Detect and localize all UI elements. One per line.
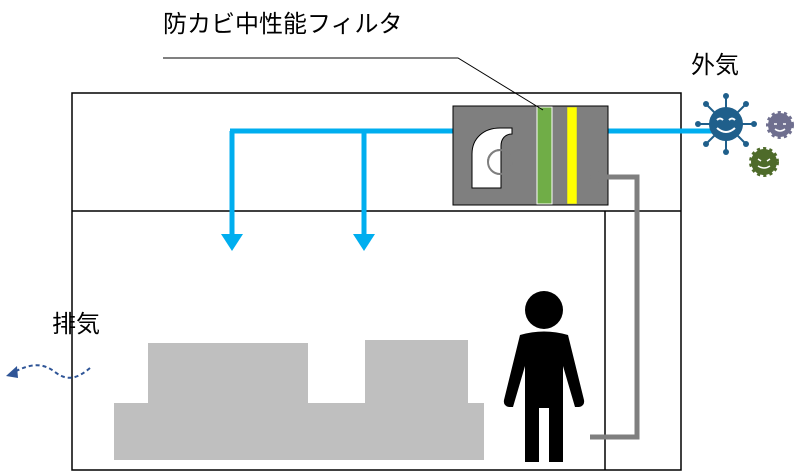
microbe-gray (766, 111, 794, 139)
air-handling-unit (452, 105, 609, 206)
furniture (114, 340, 484, 460)
exhaust-label: 排気 (52, 310, 100, 338)
return-arrowhead (588, 168, 604, 186)
building (71, 92, 682, 471)
return-air-line (590, 174, 640, 440)
supply-arrowhead-right (353, 234, 375, 251)
filter-leader-line (163, 57, 544, 111)
person-icon (503, 291, 585, 462)
exhaust-arrow (6, 364, 91, 379)
microbe-blue (695, 93, 757, 155)
microbe-green (749, 147, 779, 177)
filter-yellow (566, 106, 578, 205)
filter-label: 防カビ中性能フィルタ (163, 10, 403, 38)
microbe-icon (695, 93, 794, 177)
furniture-block-left (148, 343, 308, 403)
fan-icon (471, 127, 513, 189)
outside-air-label: 外気 (691, 51, 739, 79)
supply-arrowhead-left (221, 234, 243, 251)
return-air-duct (588, 168, 640, 440)
filter-green (536, 106, 553, 205)
supply-air-duct (221, 128, 722, 251)
building-outline (71, 92, 682, 471)
furniture-block-right (365, 340, 468, 403)
furniture-base (114, 403, 484, 460)
